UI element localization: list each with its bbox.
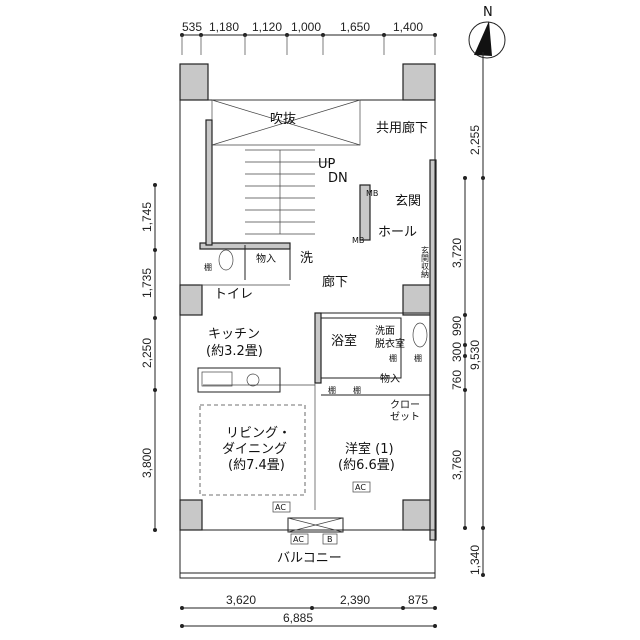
label-living-1: リビング・ bbox=[226, 426, 291, 441]
dim-right-outer-1: 2,255 bbox=[468, 125, 482, 155]
dim-left-2: 1,735 bbox=[140, 268, 154, 298]
dim-bottom-1: 3,620 bbox=[226, 593, 256, 607]
label-western-room: 洋室 (1) bbox=[345, 441, 394, 457]
dim-bottom-total: 6,885 bbox=[283, 611, 313, 625]
dim-top-4: 1,000 bbox=[291, 20, 321, 34]
label-entrance: 玄関 bbox=[395, 194, 421, 209]
dim-bottom-3: 875 bbox=[408, 593, 428, 607]
dim-top-1: 535 bbox=[182, 20, 202, 34]
label-balcony: バルコニー bbox=[277, 551, 342, 566]
label-closet-1: クロー bbox=[390, 399, 420, 411]
label-shelf-c: 棚 bbox=[328, 385, 336, 395]
label-shelf-toilet: 棚 bbox=[204, 262, 212, 272]
label-mb-1: MB bbox=[366, 189, 378, 198]
label-storage-2: 物入 bbox=[380, 372, 400, 385]
label-ac-balcony: AC bbox=[293, 535, 304, 544]
dim-top-6: 1,400 bbox=[393, 20, 423, 34]
label-shelf-a: 棚 bbox=[389, 353, 397, 363]
label-kitchen-size: (約3.2畳) bbox=[206, 344, 263, 359]
outline bbox=[179, 99, 436, 579]
dim-right-2: 990 bbox=[450, 316, 464, 336]
label-toilet: トイレ bbox=[214, 287, 253, 302]
dim-right-1: 3,720 bbox=[450, 238, 464, 268]
label-bathroom: 浴室 bbox=[331, 333, 357, 349]
dim-right-3: 300 bbox=[450, 342, 464, 362]
staircase bbox=[245, 149, 330, 235]
bottom-dimension-lines: 3,620 2,390 875 6,885 bbox=[180, 593, 437, 628]
dim-left-1: 1,745 bbox=[140, 202, 154, 232]
label-kitchen: キッチン bbox=[208, 327, 260, 342]
dim-bottom-2: 2,390 bbox=[340, 593, 370, 607]
label-fukinuke: 吹抜 bbox=[270, 111, 296, 127]
label-living-size: (約7.4畳) bbox=[228, 458, 285, 473]
label-hall: ホール bbox=[378, 225, 417, 240]
dim-right-5: 3,760 bbox=[450, 450, 464, 480]
dim-left-3: 2,250 bbox=[140, 338, 154, 368]
label-up: UP bbox=[318, 157, 336, 172]
dim-top-3: 1,120 bbox=[252, 20, 282, 34]
compass-label: N bbox=[483, 5, 493, 20]
label-b-balcony: B bbox=[327, 535, 333, 544]
dim-right-outer-2: 9,530 bbox=[468, 340, 482, 370]
dim-top-5: 1,650 bbox=[340, 20, 370, 34]
label-wash: 洗 bbox=[300, 251, 313, 266]
label-entrance-storage: 玄関収納 bbox=[421, 245, 430, 279]
top-dimension-line: 535 1,180 1,120 1,000 1,650 1,400 bbox=[180, 20, 437, 55]
label-common-corridor: 共用廊下 bbox=[376, 120, 428, 136]
north-compass-icon: N bbox=[468, 5, 506, 59]
dim-top-2: 1,180 bbox=[209, 20, 239, 34]
dim-left-4: 3,800 bbox=[140, 448, 154, 478]
label-washroom-1: 洗面 bbox=[375, 325, 395, 337]
label-storage-1: 物入 bbox=[256, 252, 276, 265]
label-washroom-2: 脱衣室 bbox=[375, 337, 405, 350]
label-living-2: ダイニング bbox=[222, 442, 287, 457]
left-dimension-line: 1,745 1,735 2,250 3,800 bbox=[140, 183, 157, 532]
label-ac-western: AC bbox=[355, 483, 366, 492]
dim-right-4: 760 bbox=[450, 370, 464, 390]
label-dn: DN bbox=[328, 171, 348, 186]
label-corridor: 廊下 bbox=[322, 274, 348, 290]
label-western-size: (約6.6畳) bbox=[338, 458, 395, 473]
label-shelf-b: 棚 bbox=[414, 353, 422, 363]
right-dimension-lines: 3,720 990 300 760 3,760 2,255 9,530 1,34… bbox=[450, 52, 485, 577]
label-ac-living: AC bbox=[275, 503, 286, 512]
label-shelf-d: 棚 bbox=[353, 385, 361, 395]
label-closet-2: ゼット bbox=[390, 411, 420, 423]
label-mb-2: MB bbox=[352, 236, 364, 245]
dim-right-outer-3: 1,340 bbox=[468, 545, 482, 575]
